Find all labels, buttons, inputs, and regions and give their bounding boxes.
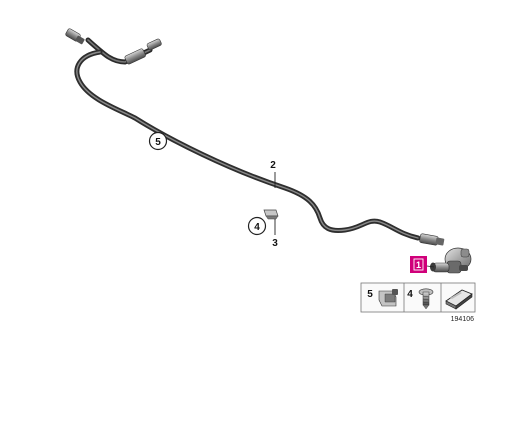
callout-5-label: 5 [155,137,161,148]
callout-4: 4 [247,216,267,236]
callout-3: 3 [272,219,278,249]
legend-cell-screw: 4 [407,288,434,310]
callout-5: 5 [148,131,168,151]
legend-box: 5 4 [360,282,476,313]
drawing-number: 194106 [451,316,474,323]
hose-end-fitting-top-left [65,28,85,45]
callout-3-label: 3 [272,238,278,249]
clamp-icon [378,289,398,307]
washer-hose [74,37,421,241]
screw-icon [418,288,434,310]
hose-end-fitting-right [419,233,445,246]
callout-2: 2 [270,160,276,188]
hose-connector-top [124,38,162,65]
legend-cell-clamp: 5 [367,289,398,307]
callout-4-label: 4 [254,222,260,233]
panel-pad-icon [445,289,473,310]
washer-jet-nozzle [430,247,472,274]
callout-1-highlighted: 1 [410,256,435,273]
clip-part [263,209,279,220]
legend-cell-a-number: 5 [367,289,373,300]
callout-2-label: 2 [270,160,276,171]
callout-1-label: 1 [416,260,421,270]
legend-cell-b-number: 4 [407,289,413,300]
